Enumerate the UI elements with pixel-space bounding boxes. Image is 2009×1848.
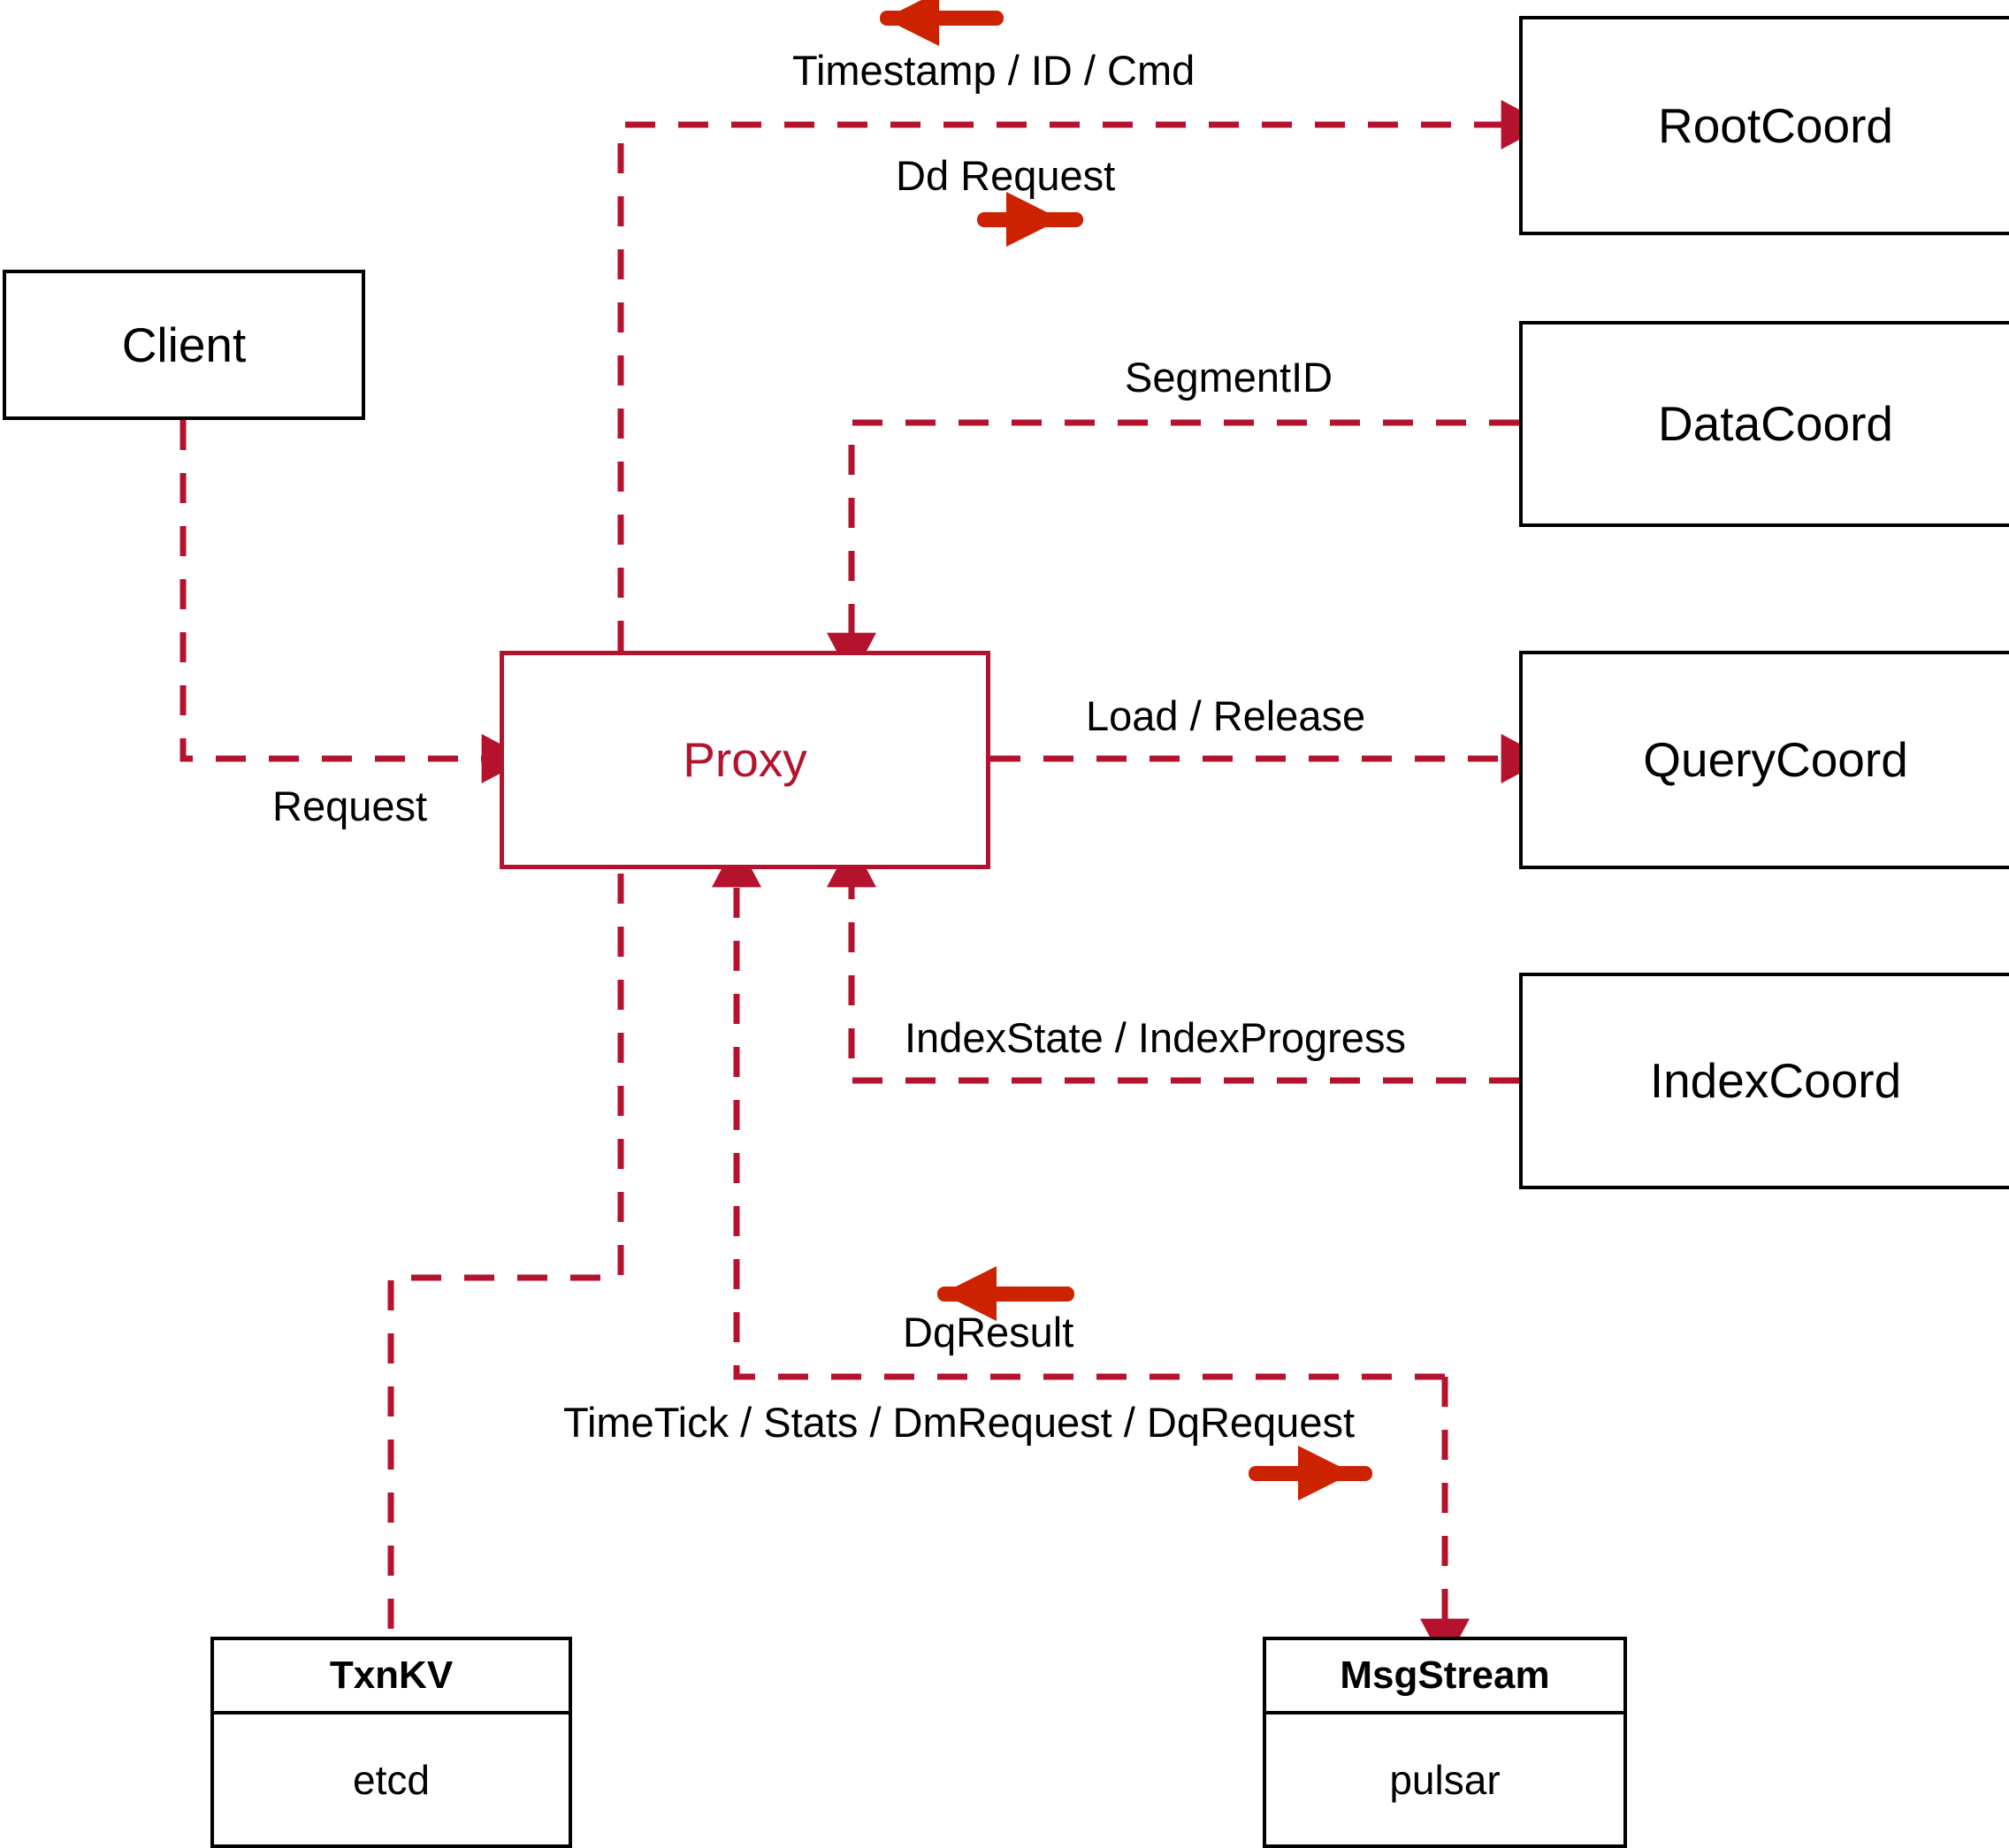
edge-label-request: Request: [272, 783, 428, 829]
emphasis-arrow-group: [880, 0, 1372, 1501]
link-datacoord-proxy: [827, 419, 1519, 680]
node-txnkv-body: etcd: [353, 1756, 430, 1803]
emphasis-arrow-dqrequest: [1249, 1446, 1372, 1501]
node-rootcoord[interactable]: RootCoord: [1519, 16, 2009, 235]
edge-label-timetick: TimeTick / Stats / DmRequest / DqRequest: [563, 1399, 1356, 1446]
node-proxy-label: Proxy: [683, 732, 807, 787]
node-client-label: Client: [121, 317, 247, 372]
link-proxy-txnkv: [387, 874, 624, 1637]
edge-label-load-release: Load / Release: [1086, 692, 1366, 739]
edge-label-segmentid: SegmentID: [1125, 354, 1333, 401]
edge-label-indexstate: IndexState / IndexProgress: [905, 1014, 1406, 1061]
link-client-proxy: [180, 420, 529, 783]
link-proxy-rootcoord: [617, 100, 1548, 651]
node-querycoord-label: QueryCoord: [1643, 732, 1908, 787]
node-txnkv[interactable]: TxnKV etcd: [210, 1637, 572, 1848]
node-proxy[interactable]: Proxy: [500, 651, 990, 869]
link-indexcoord-proxy: [827, 840, 1519, 1084]
node-datacoord[interactable]: DataCoord: [1519, 321, 2009, 527]
node-datacoord-label: DataCoord: [1658, 396, 1893, 451]
edge-label-dqresult: DqResult: [903, 1309, 1074, 1355]
node-txnkv-header: TxnKV: [214, 1640, 569, 1714]
node-indexcoord-label: IndexCoord: [1649, 1053, 1902, 1108]
node-msgstream[interactable]: MsgStream pulsar: [1263, 1637, 1627, 1848]
node-msgstream-header: MsgStream: [1266, 1640, 1623, 1714]
node-rootcoord-label: RootCoord: [1658, 97, 1893, 153]
link-msgstream-proxy: [712, 840, 1445, 1380]
node-client[interactable]: Client: [3, 270, 365, 420]
node-msgstream-body: pulsar: [1389, 1756, 1501, 1803]
edge-label-timestamp-id-cmd: Timestamp / ID / Cmd: [792, 47, 1195, 94]
emphasis-arrow-timestamp: [880, 0, 1004, 46]
emphasis-arrow-dd-request: [977, 192, 1083, 247]
edge-label-dd-request: Dd Request: [896, 152, 1116, 199]
node-querycoord[interactable]: QueryCoord: [1519, 651, 2009, 869]
node-indexcoord[interactable]: IndexCoord: [1519, 973, 2009, 1189]
emphasis-arrow-dqresult: [937, 1266, 1074, 1321]
